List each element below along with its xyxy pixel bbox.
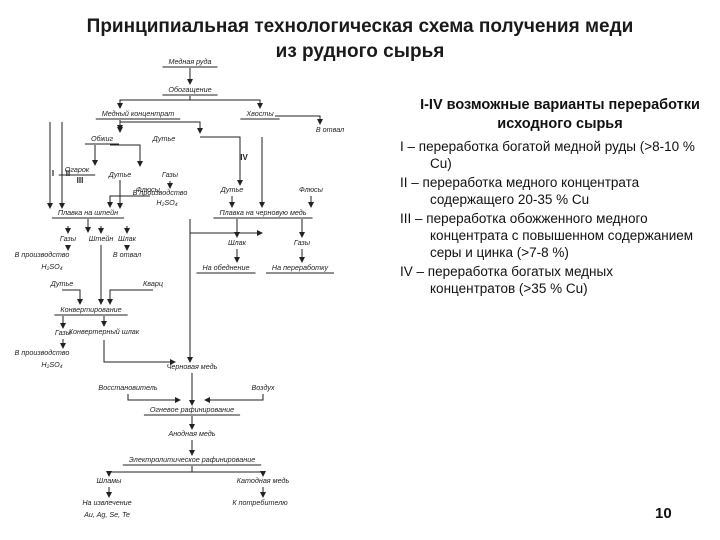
node-ore: Медная руда — [169, 57, 212, 66]
node-quartz: Кварц — [143, 279, 163, 288]
node-air2: Дутье — [108, 170, 132, 179]
node-to-beneficiation: На обеднение — [202, 263, 249, 272]
legend-item-2: II – переработка медного концентрата сод… — [400, 175, 640, 207]
node-matte: Штейн — [89, 234, 114, 243]
node-gases1: Газы — [162, 170, 179, 179]
node-cathode: Катодная медь — [237, 476, 290, 485]
node-flotation: Обогащение — [168, 85, 211, 94]
node-anode: Анодная медь — [167, 429, 215, 438]
node-matte-smelt: Плавка на штейн — [58, 208, 118, 217]
node-gases4: Газы — [55, 328, 72, 337]
node-to-processing: На переработку — [272, 263, 329, 272]
flow-connector — [275, 115, 323, 125]
flow-connector — [120, 121, 203, 134]
flow-connector — [204, 394, 264, 403]
flow-connector — [190, 99, 263, 109]
node-conv-slag: Конвертерный шлак — [69, 327, 140, 336]
node-to-dump: В отвал — [316, 125, 344, 134]
node-slimes: Шламы — [97, 476, 123, 485]
node-air4: Дутье — [50, 279, 74, 288]
node-consumers: К потребителю — [232, 498, 288, 507]
legend-item-1: I – переработка богатой медной руды (>8-… — [400, 139, 695, 171]
node-metals-line-1: На извлечение — [82, 498, 131, 507]
node-electro-refining: Электролитическое рафинирование — [129, 455, 255, 464]
flow-connector — [110, 144, 143, 167]
title-line-1: Принципиальная технологическая схема пол… — [86, 16, 634, 37]
node-h2so4-1: H₂SO₄ — [156, 198, 177, 207]
node-h2so4-2: H₂SO₄ — [41, 262, 62, 271]
node-air1: Дутье — [152, 134, 176, 143]
node-slag2: Шлак — [228, 238, 247, 247]
flow-connector — [117, 96, 191, 109]
flow-connector — [106, 466, 193, 477]
legend-item-4: IV – переработка богатых медных концентр… — [400, 264, 613, 296]
node-concentrate: Медный концентрат — [102, 109, 174, 118]
node-slag1: Шлак — [118, 234, 137, 243]
flow-connector — [107, 289, 153, 305]
node-metals-line-2: Au, Ag, Se, Te — [83, 510, 130, 519]
legend-heading: I-IV возможные варианты переработки исхо… — [420, 97, 700, 132]
node-flux2: Флюсы — [299, 185, 324, 194]
flow-connector — [200, 136, 243, 186]
node-air3: Дутье — [220, 185, 244, 194]
node-gases2: Газы — [60, 234, 77, 243]
flow-connector — [189, 219, 263, 236]
node-to-dump2: В отвал — [113, 250, 141, 259]
node-flux1: Флюсы — [136, 185, 161, 194]
node-h2so4-3: H₂SO₄ — [41, 360, 62, 369]
variant-mark-4: IV — [240, 153, 248, 162]
node-roasting: Обжиг — [91, 134, 113, 143]
node-acid1: В производство — [133, 188, 188, 197]
node-air5: Воздух — [251, 383, 274, 392]
flow-connector — [107, 195, 150, 208]
node-fire-refining: Огневое рафинирование — [150, 405, 234, 414]
node-blister-smelt: Плавка на черновую медь — [219, 208, 306, 217]
node-blister: Черновая медь — [167, 362, 218, 371]
node-tailings: Хвосты — [245, 109, 274, 118]
node-gases3: Газы — [294, 238, 311, 247]
flow-connector — [103, 340, 176, 365]
page-number: 10 — [655, 505, 672, 522]
node-acid3: В производство — [15, 348, 70, 357]
variant-mark-3: III — [77, 176, 84, 185]
legend-item-3: III – переработка обожженного медного ко… — [400, 211, 694, 260]
variant-mark-2: II — [66, 169, 70, 178]
node-calcine: Огарок — [65, 165, 90, 174]
flow-connector — [127, 394, 181, 403]
variant-mark-1: I — [52, 169, 54, 178]
node-acid2: В производство — [15, 250, 70, 259]
node-converting: Конвертирование — [60, 305, 121, 314]
page-title: Принципиальная технологическая схема пол… — [0, 14, 720, 64]
node-reductant: Восстановитель — [98, 383, 157, 392]
flow-connector — [62, 289, 83, 305]
legend: I-IV возможные варианты переработки исхо… — [400, 96, 700, 299]
title-line-2: из рудного сырья — [275, 41, 445, 62]
flow-connector — [192, 471, 266, 477]
